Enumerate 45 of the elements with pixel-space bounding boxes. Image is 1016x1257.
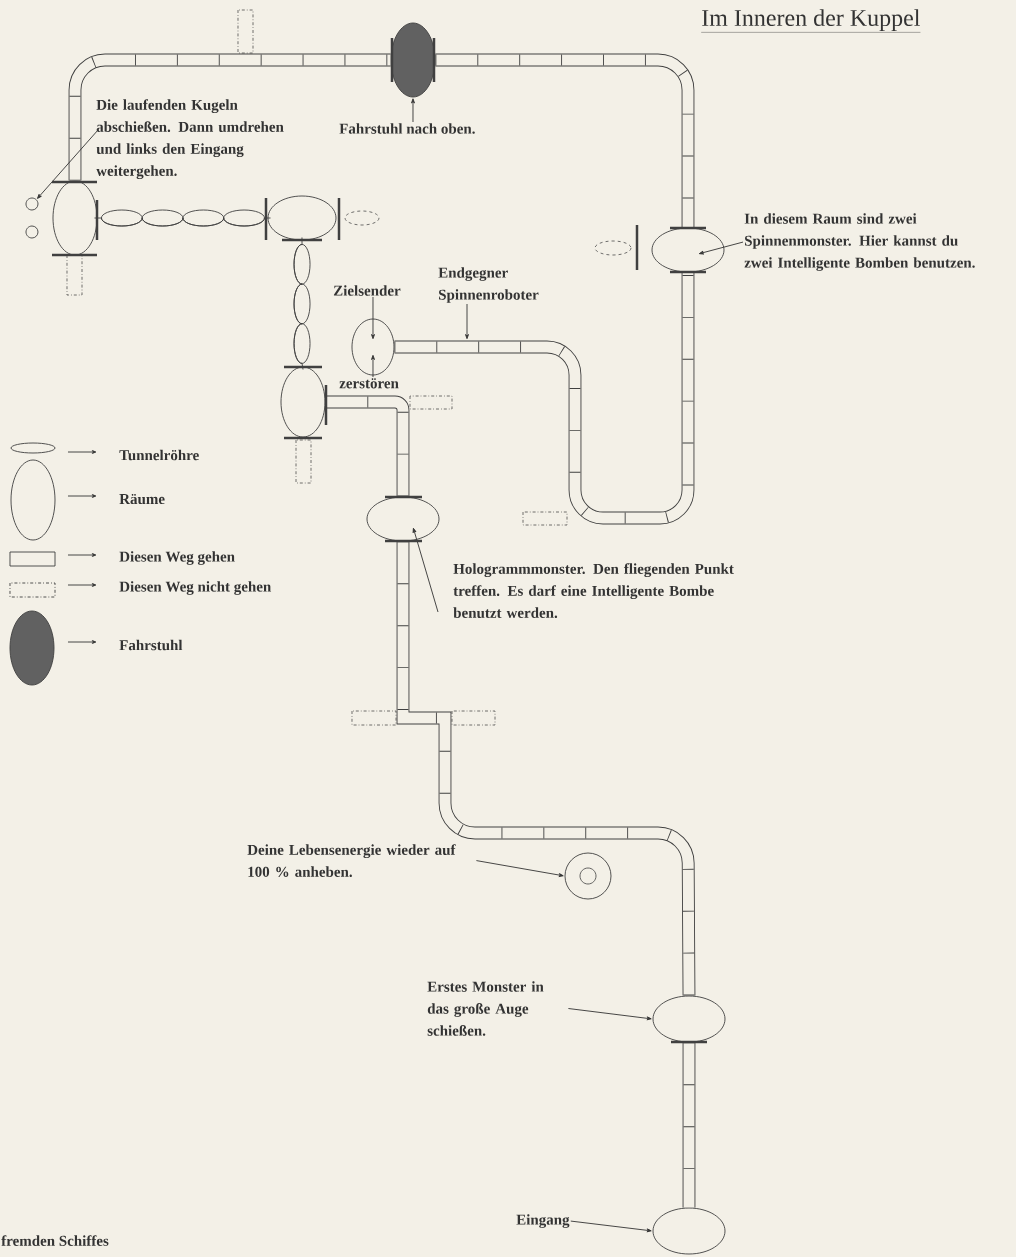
corridor <box>325 395 410 497</box>
leader-arrow <box>37 129 99 199</box>
elevator-ellipse <box>390 22 436 98</box>
title: Im Inneren der Kuppel <box>701 9 921 33</box>
leader-arrow <box>570 1220 652 1233</box>
corridor <box>68 53 391 181</box>
energy-ring <box>564 852 612 900</box>
leader-arrow <box>371 296 375 340</box>
tunnel <box>94 209 271 227</box>
leader-arrow <box>371 354 375 378</box>
annotation-text: In diesem Raum sind zwei Spinnenmonster. Hier kannst du zwei Intelligente Bomben benutzen. <box>744 213 975 271</box>
leader-arrow <box>465 303 469 340</box>
annotation-text: Zielsender <box>333 285 401 296</box>
corridor <box>394 272 695 525</box>
annotation-text: Deine Lebensenergie wieder auf 100 % anheben. <box>247 844 456 877</box>
room-ellipse <box>52 180 98 256</box>
note-text: fremden Schiffes <box>1 1235 109 1246</box>
annotation-text: zerstören <box>339 378 399 389</box>
annotation-text: Fahrstuhl nach oben. <box>339 123 475 134</box>
annotation-text: Endgegner Spinnenroboter <box>438 267 539 303</box>
room-ellipse <box>351 318 395 376</box>
legend-text: Räume <box>119 493 165 505</box>
leader-arrow <box>698 241 744 255</box>
annotation-text: Hologrammmonster. Den fliegenden Punkt treffen. Es darf eine Intelligente Bombe benutzt werden. <box>453 563 734 618</box>
tunnel <box>293 237 311 370</box>
leader-arrow <box>412 527 439 613</box>
room-ellipse <box>652 1207 726 1255</box>
room-ellipse <box>267 195 337 241</box>
annotation-text: Die laufenden Kugeln abschießen. Dann umdrehen und links den Eingang weitergehen. <box>96 99 284 180</box>
corridor <box>396 541 696 996</box>
corridor <box>435 53 695 228</box>
room-ellipse <box>651 227 725 273</box>
leader-arrow <box>475 860 564 877</box>
leader-arrow <box>567 1008 652 1021</box>
leader-arrow <box>411 98 415 123</box>
legend-text: Fahrstuhl <box>119 639 183 651</box>
legend-text: Diesen Weg gehen <box>119 551 235 565</box>
annotation-text: Erstes Monster in das große Auge schießen. <box>427 981 544 1036</box>
legend-text: Tunnelröhre <box>119 449 199 461</box>
corridor <box>682 1042 696 1208</box>
room-ellipse <box>652 995 726 1043</box>
annotation-text: Eingang <box>516 1214 570 1228</box>
room-ellipse <box>280 366 326 438</box>
legend-text: Diesen Weg nicht gehen <box>119 581 272 595</box>
room-ellipse <box>366 496 440 542</box>
